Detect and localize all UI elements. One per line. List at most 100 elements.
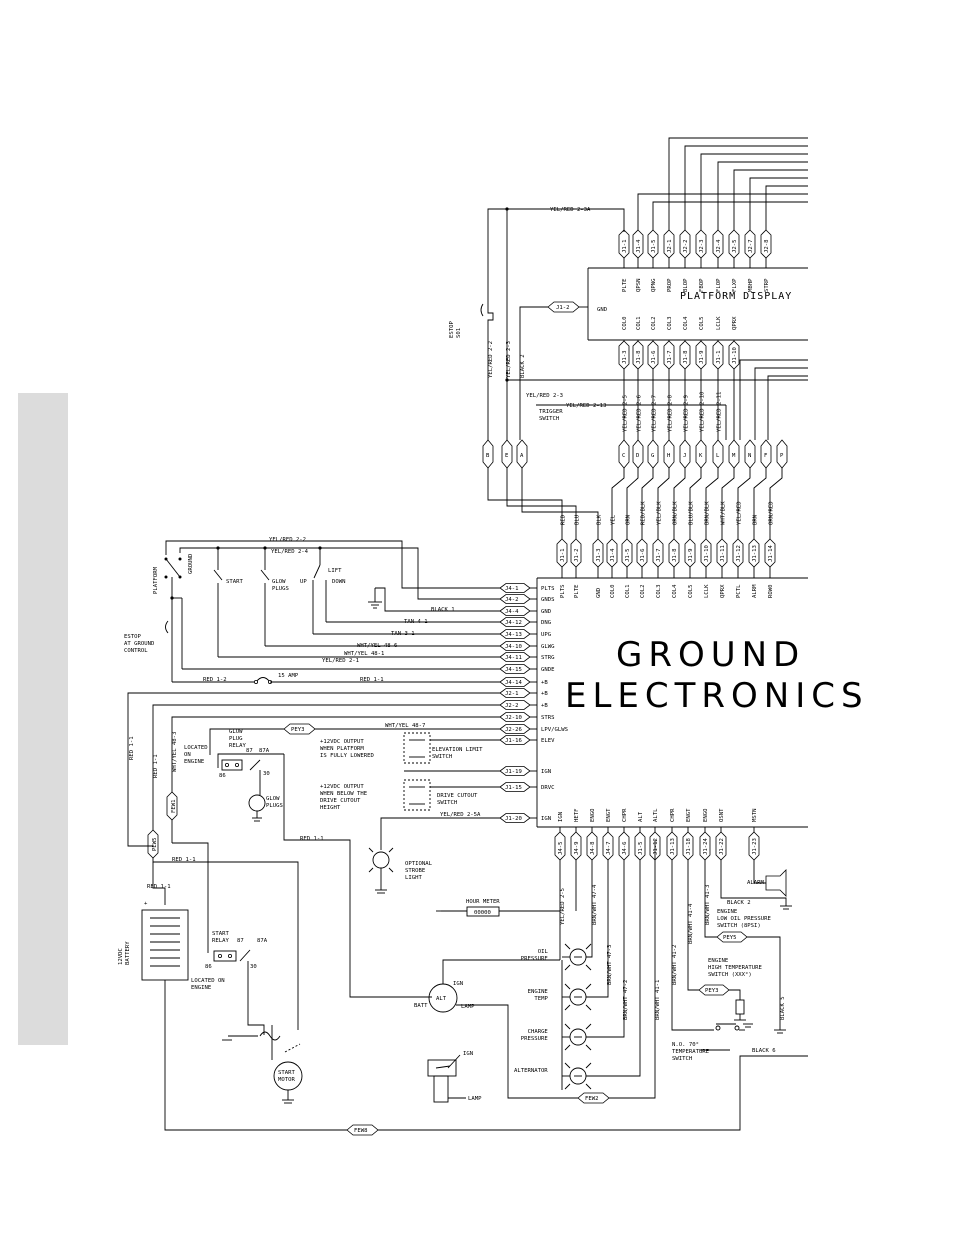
plug-wire-above-3: YEL/RED 2-5 xyxy=(623,395,629,432)
wire-red-1-1-mid: RED 1-1 xyxy=(172,857,196,863)
wire-yel-red-2-3a: YEL/RED 2-3A xyxy=(550,207,591,213)
wire-red-1-2: RED 1-2 xyxy=(203,677,227,683)
pd-bot-conn-7: J1-10 xyxy=(728,340,740,370)
plug-wire-above-9: YEL/RED 2-11 xyxy=(717,392,723,432)
pd-top-conn-8-label: J2-7 xyxy=(748,240,754,253)
plug-pin-label-M: M xyxy=(732,453,736,459)
pd-top-conn-2: J1-5 xyxy=(647,229,659,259)
ge-top-pin-9: LCLK xyxy=(704,584,710,598)
pd-top-pin-6: FLOP xyxy=(716,278,722,292)
wire-yel-red-2-1: YEL/RED 2-1 xyxy=(322,658,359,664)
amp-label: 15 AMP xyxy=(278,673,299,679)
down-label: DOWN xyxy=(332,579,345,585)
estop-platform-label: ESTOPS01 xyxy=(449,321,462,338)
ge-bot-conn-11: J1-23 xyxy=(748,831,760,861)
pd-bot-conn-6-label: J1-1 xyxy=(716,351,722,364)
pd-top-pin-9: STRP xyxy=(764,278,770,292)
oil-pressure-gauge-label-1: PRESSURE xyxy=(521,956,549,962)
hour-meter-label: HOUR METER xyxy=(466,899,500,905)
brn-wht-47-2: BRN/WHT 47-2 xyxy=(623,980,629,1020)
pd-top-conn-6: J2-4 xyxy=(712,229,724,259)
pd-bot-conn-1: J1-8 xyxy=(632,340,644,370)
pd-bot-pin-2: COL2 xyxy=(651,317,657,330)
brn-wht-41-3: BRN/WHT 41-3 xyxy=(705,885,711,925)
plug-wire-below-7: ORN/BLK xyxy=(673,501,679,525)
relay-30: 30 xyxy=(263,771,270,777)
plug-pin-label-G: G xyxy=(651,453,655,459)
charge-pressure-gauge-label-0: CHARGE xyxy=(528,1029,549,1035)
pd-top-conn-7: J2-5 xyxy=(728,229,740,259)
plug-pin-C: C xyxy=(618,439,630,469)
ge-bot-conn-3: J4-7 xyxy=(602,831,614,861)
ge-top-conn-6-label: J1-7 xyxy=(656,549,662,562)
ge-bot-conn-9: J1-24 xyxy=(699,831,711,861)
ge-top-conn-7-label: J1-8 xyxy=(672,548,678,562)
ge-bot-conn-4-label: J4-6 xyxy=(622,842,628,855)
wire-yel-red-2-3b: YEL/RED 2-3 xyxy=(526,393,563,399)
ge-bot-pin-6: ALTL xyxy=(653,808,659,822)
ge-bot-conn-5: J1-5 xyxy=(634,831,646,861)
ge-left-conn-label-0: J4-1 xyxy=(505,586,518,592)
brn-wht-41-4: BRN/WHT 41-4 xyxy=(688,903,694,944)
ge-bot-conn-7: J1-13 xyxy=(666,831,678,861)
pd-bot-conn-7-label: J1-10 xyxy=(732,347,738,364)
plug-pin-D: D xyxy=(632,439,644,469)
plug-wire-below-5: RED/BLK xyxy=(641,501,647,525)
wire-red-1-1-vert2: RED 1-1 xyxy=(153,754,159,778)
ge-bot-conn-3-label: J4-7 xyxy=(606,842,612,855)
wire-wht-yel-48-7: WHT/YEL 48-7 xyxy=(385,723,425,729)
alternator-gauge-label-0: ALTERNATOR xyxy=(514,1068,548,1074)
ge-bot-pin-9: ENGO xyxy=(703,808,709,822)
plug-wire-above-7: YEL/RED 2-9 xyxy=(684,395,690,432)
plug-wire-above-8: YEL/RED 2-10 xyxy=(700,392,706,432)
relay-87: 87 xyxy=(246,748,253,754)
wire-red-1-1-vert: RED 1-1 xyxy=(129,736,135,760)
ground-title-bottom: ELECTRONICS xyxy=(565,676,869,716)
plug-pin-L: L xyxy=(712,439,724,469)
ge-top-conn-10: J1-11 xyxy=(716,538,728,568)
ge-bot-conn-8-label: J1-18 xyxy=(686,838,692,855)
ge-left-pin-3: DNG xyxy=(541,620,552,626)
pd-top-conn-2-label: J1-5 xyxy=(651,240,657,253)
ge-left-conn-label-1: J4-2 xyxy=(505,597,518,603)
pd-top-conn-0-label: J1-1 xyxy=(622,240,628,253)
ge-top-conn-2: J1-3 xyxy=(592,538,604,568)
ge-left-pin-14: IGN xyxy=(541,769,551,775)
ge-bot-conn-2-label: J4-8 xyxy=(590,841,596,855)
pd-top-conn-5: J2-3 xyxy=(695,229,707,259)
pd-top-conn-1: J1-4 xyxy=(632,229,644,259)
ge-left-conn-label-10: J2-2 xyxy=(505,703,518,709)
ge-top-pin-1: PLTE xyxy=(574,584,580,598)
ge-top-pin-6: COL3 xyxy=(656,585,662,598)
pd-bot-pin-7: QPRX xyxy=(732,316,738,330)
wire-tan-4-1: TAN 4-1 xyxy=(404,619,428,625)
ge-left-pin-10: +B xyxy=(541,703,548,709)
ge-left-pin-12: LPV/GLWS xyxy=(541,727,568,733)
ge-left-conn-label-5: J4-10 xyxy=(505,644,522,650)
wire-red-1-1: RED 1-1 xyxy=(360,677,384,683)
ge-left-pin-11: STRS xyxy=(541,715,554,721)
ge-left-conn-label-16: J1-20 xyxy=(505,816,522,822)
ge-top-conn-12: J1-13 xyxy=(748,538,760,568)
ge-left-pin-4: UPG xyxy=(541,632,552,638)
ge-left-pin-8: +B xyxy=(541,680,548,686)
ground-label: GROUND xyxy=(188,553,194,574)
up-label: UP xyxy=(300,579,307,585)
ge-left-conn-label-11: J2-10 xyxy=(505,715,522,721)
ge-left-pin-15: DRVC xyxy=(541,785,554,791)
plug-wire-below-13: ORN/RED xyxy=(769,501,775,525)
alt-label: ALT xyxy=(436,996,447,1002)
